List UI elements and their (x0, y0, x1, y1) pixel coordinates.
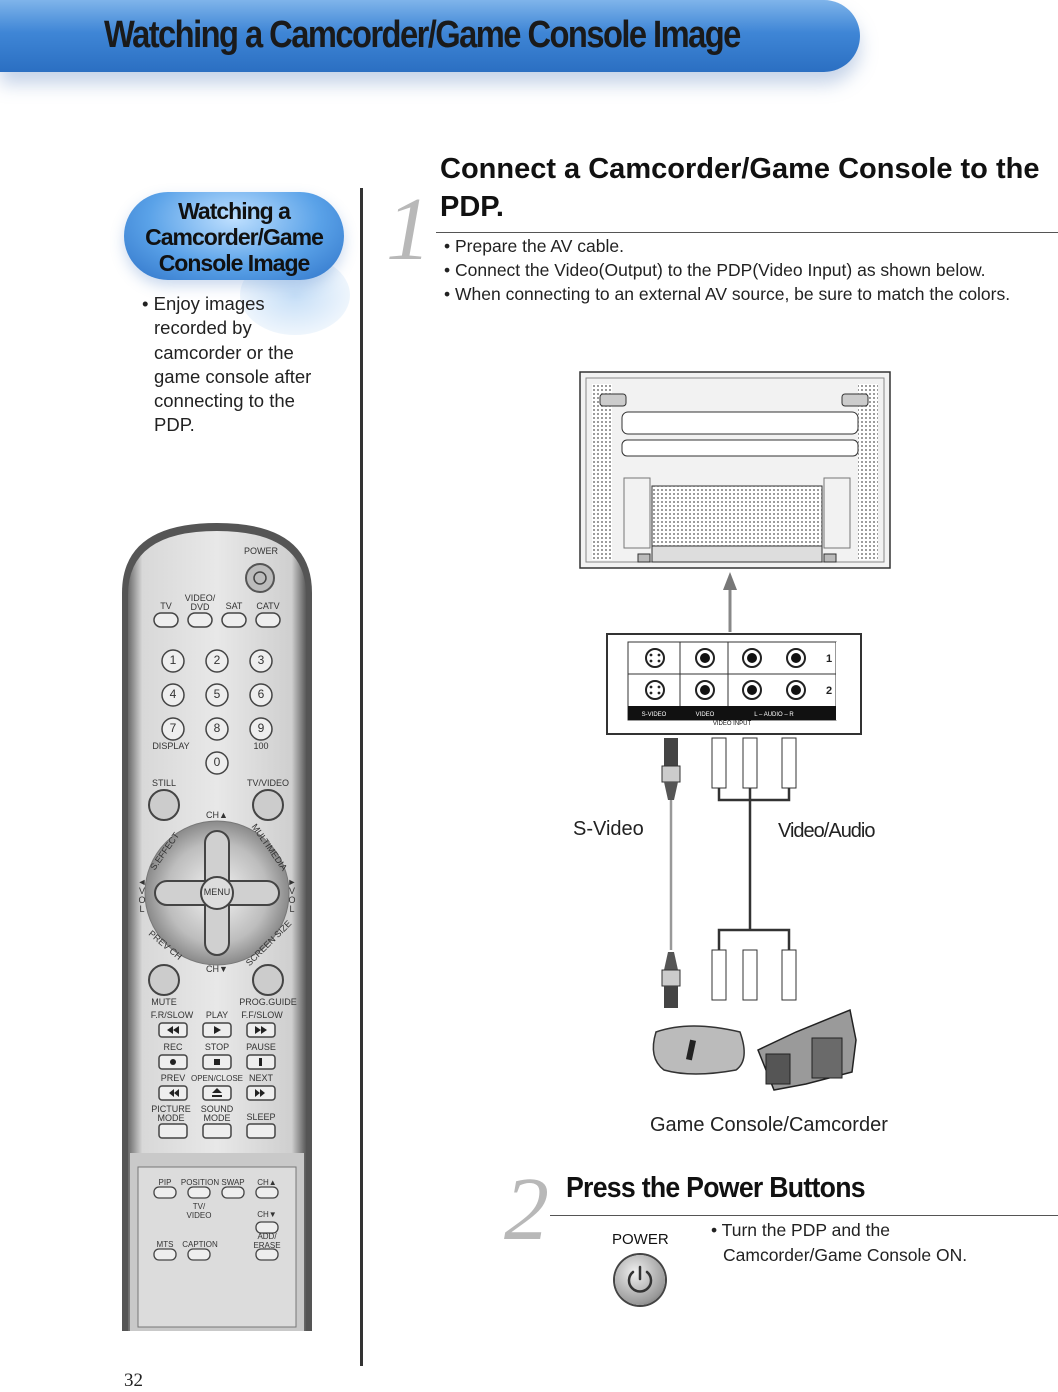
connection-diagram: 1 2 S-VIDEO VIDEO L – AUDIO – R VIDEO IN… (579, 371, 891, 1091)
section-pill-label: Watching a Camcorder/Game Console Image (145, 198, 324, 276)
svideo-label: S-Video (573, 818, 644, 840)
video-port-label: VIDEO (696, 712, 715, 718)
step-1-number: 1 (386, 180, 431, 279)
column-divider (360, 188, 363, 1366)
power-label: POWER (612, 1231, 669, 1248)
step-2-bullet: • Turn the PDP and the Camcorder/Game Co… (711, 1220, 968, 1265)
step-1-title: Connect a Camcorder/Game Console to the … (440, 153, 1040, 223)
video-input-label: VIDEO INPUT (713, 721, 752, 727)
section-description: • Enjoy images recorded by camcorder or … (142, 293, 312, 436)
lower-plugs (661, 949, 797, 1008)
pdp-rear-panel (579, 371, 891, 569)
power-symbol-icon (627, 1265, 653, 1293)
page-number: 32 (124, 1370, 143, 1391)
svideo-port-label: S-VIDEO (642, 712, 667, 718)
header-banner (0, 0, 860, 72)
step-1-bullets: • Prepare the AV cable. • Connect the Vi… (444, 236, 1011, 304)
step-2-rule (550, 1215, 1058, 1216)
row2-label: 2 (826, 685, 832, 697)
step-2-title: Press the Power Buttons (566, 1172, 866, 1204)
step-2-number: 2 (504, 1160, 549, 1259)
power-button-icon (615, 1255, 665, 1305)
step-1-rule (436, 232, 1058, 233)
remote-control: POWER TV VIDEO/ DVD SAT CATV 1 2 3 4 5 6… (122, 523, 312, 1331)
video-audio-label: Video/Audio (778, 820, 875, 842)
device-label: Game Console/Camcorder (650, 1114, 888, 1136)
upper-plugs (661, 737, 797, 800)
section-pill (124, 192, 344, 280)
page-title: Watching a Camcorder/Game Console Image (104, 14, 741, 56)
row1-label: 1 (826, 653, 832, 665)
audio-port-label: L – AUDIO – R (754, 712, 794, 718)
remote-body (122, 523, 312, 1331)
game-console-icon (652, 1025, 745, 1075)
camcorder-icon (757, 1008, 857, 1091)
video-input-panel: 1 2 S-VIDEO VIDEO L – AUDIO – R VIDEO IN… (606, 633, 862, 735)
